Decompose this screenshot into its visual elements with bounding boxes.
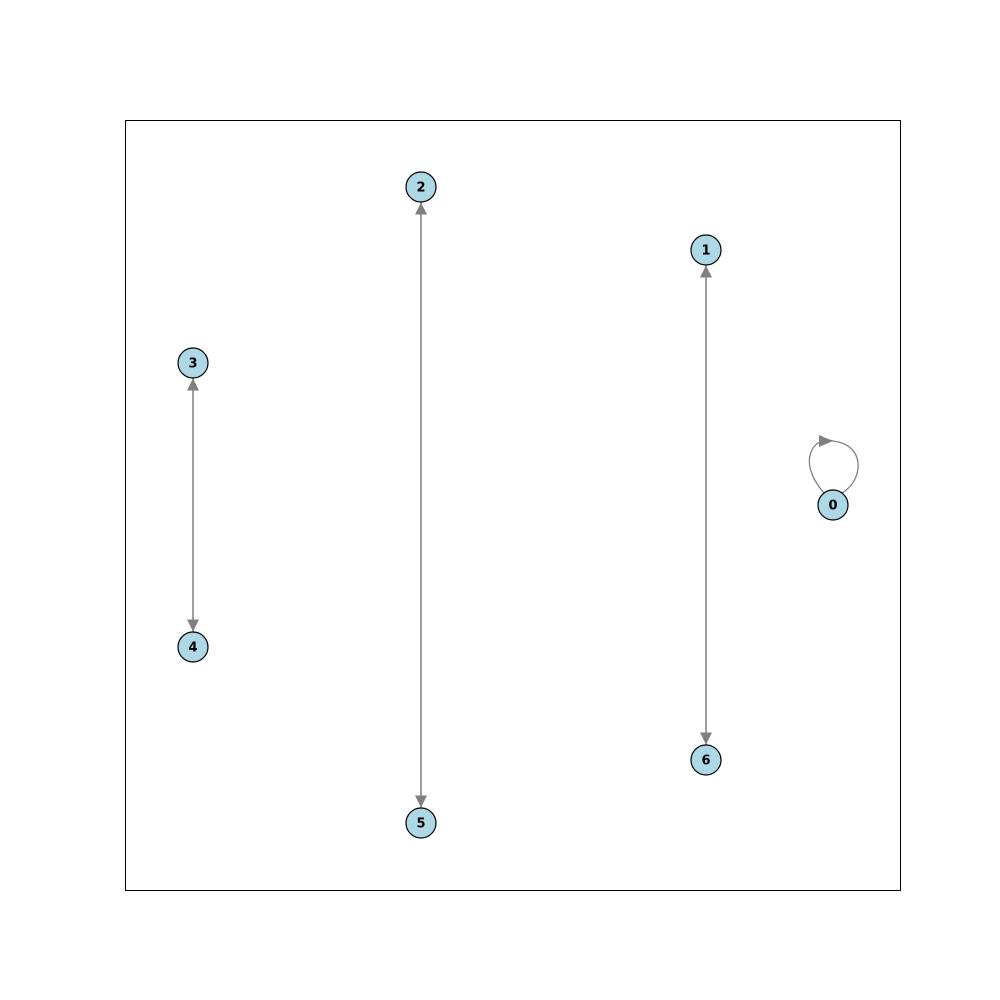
node-3: 3 bbox=[177, 347, 209, 379]
node-5: 5 bbox=[405, 807, 437, 839]
edges-layer bbox=[187, 202, 859, 808]
node-label-6: 6 bbox=[701, 754, 710, 769]
node-label-1: 1 bbox=[701, 244, 710, 259]
node-circle-5 bbox=[405, 807, 437, 839]
nodes-layer: 0 1 2 3 4 5 6 bbox=[177, 171, 849, 839]
node-circle-6 bbox=[690, 744, 722, 776]
node-circle-3 bbox=[177, 347, 209, 379]
node-label-4: 4 bbox=[188, 641, 197, 656]
node-6: 6 bbox=[690, 744, 722, 776]
node-1: 1 bbox=[690, 234, 722, 266]
node-label-3: 3 bbox=[188, 357, 197, 372]
self-loop-arrowhead-0 bbox=[819, 435, 833, 447]
node-0: 0 bbox=[817, 489, 849, 521]
node-circle-2 bbox=[405, 171, 437, 203]
node-label-2: 2 bbox=[416, 181, 425, 196]
node-2: 2 bbox=[405, 171, 437, 203]
node-label-0: 0 bbox=[828, 499, 837, 514]
node-label-5: 5 bbox=[416, 817, 425, 832]
node-circle-4 bbox=[177, 631, 209, 663]
self-loop-edge-0 bbox=[808, 439, 859, 494]
node-4: 4 bbox=[177, 631, 209, 663]
node-circle-1 bbox=[690, 234, 722, 266]
plot-frame bbox=[125, 120, 901, 891]
node-circle-0 bbox=[817, 489, 849, 521]
